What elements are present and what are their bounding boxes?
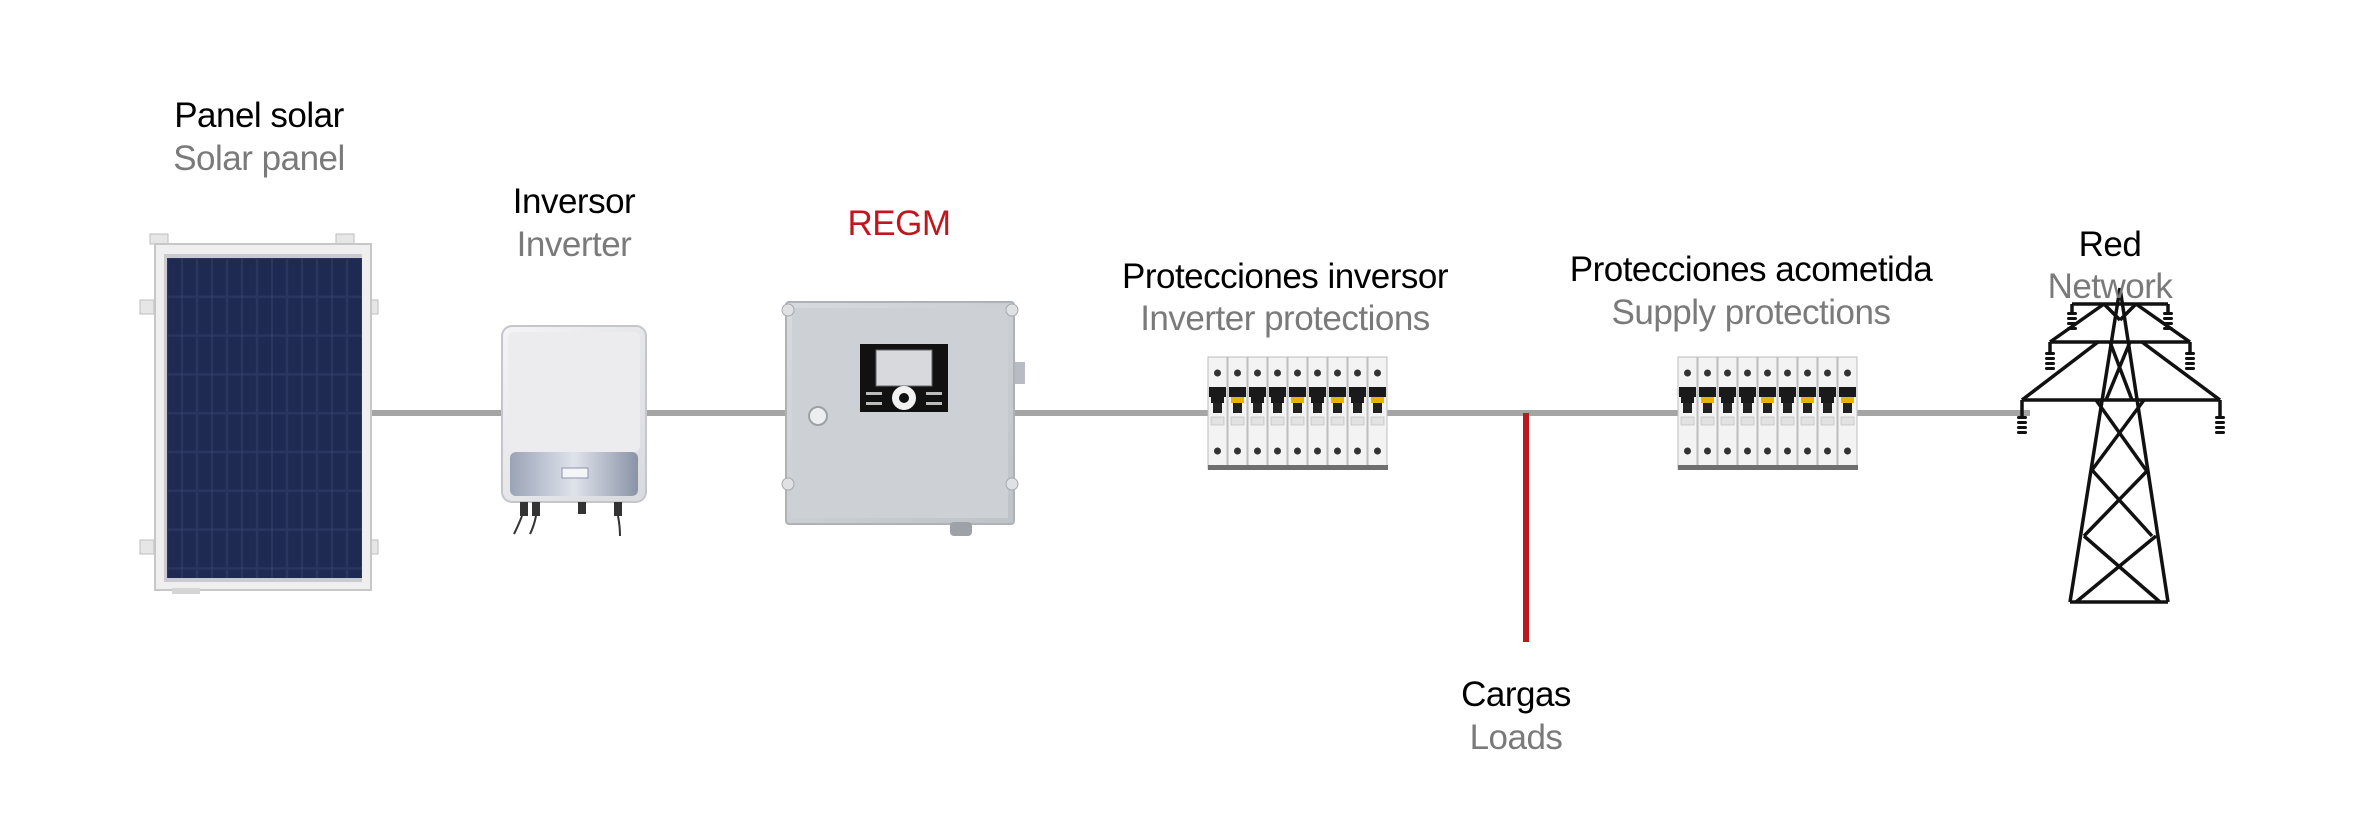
breaker-module <box>1717 356 1738 470</box>
breaker-module <box>1737 356 1758 470</box>
inverter-icon <box>501 325 647 537</box>
breaker-module <box>1247 356 1268 470</box>
insulator-string <box>2185 352 2195 370</box>
inverter-protections-label-en: Inverter protections <box>1140 299 1430 338</box>
circuit-breakers-icon <box>1677 356 1858 470</box>
breaker-module <box>1757 356 1778 470</box>
breaker-module <box>1207 356 1228 470</box>
breaker-module <box>1347 356 1368 470</box>
supply-protections-label-en: Supply protections <box>1611 293 1891 332</box>
breaker-module <box>1307 356 1328 470</box>
breaker-module <box>1837 356 1858 470</box>
breaker-module <box>1777 356 1798 470</box>
breaker-module <box>1327 356 1348 470</box>
insulator-string <box>2215 416 2225 434</box>
breaker-module <box>1797 356 1818 470</box>
breaker-module <box>1677 356 1698 470</box>
regm-label: REGM <box>847 204 952 243</box>
solar-panel-label-es: Panel solar <box>174 96 344 135</box>
breaker-module <box>1227 356 1248 470</box>
circuit-breakers-icon <box>1207 356 1388 470</box>
insulator-string <box>2067 312 2077 330</box>
breaker-module <box>1267 356 1288 470</box>
breaker-module <box>1367 356 1388 470</box>
network-label-en: Network <box>2047 267 2173 306</box>
insulator-string <box>2045 352 2055 370</box>
inverter-label-en: Inverter <box>516 225 632 264</box>
insulator-string <box>2017 416 2027 434</box>
solar-panel-icon <box>139 233 379 594</box>
inverter-protections-label-es: Protecciones inversor <box>1121 257 1449 296</box>
breaker-module <box>1697 356 1718 470</box>
insulator-set <box>2017 312 2225 434</box>
breaker-module <box>1817 356 1838 470</box>
insulator-string <box>2163 312 2173 330</box>
network-label-es: Red <box>2078 225 2142 264</box>
solar-panel-label-en: Solar panel <box>173 139 345 178</box>
loads-label-es: Cargas <box>1461 675 1571 714</box>
regm-controller-icon <box>781 301 1025 536</box>
loads-label-en: Loads <box>1469 718 1563 757</box>
supply-protections-label-es: Protecciones acometida <box>1569 250 1933 289</box>
breaker-module <box>1287 356 1308 470</box>
inverter-label-es: Inversor <box>512 182 636 221</box>
power-tower-icon <box>2020 287 2222 604</box>
